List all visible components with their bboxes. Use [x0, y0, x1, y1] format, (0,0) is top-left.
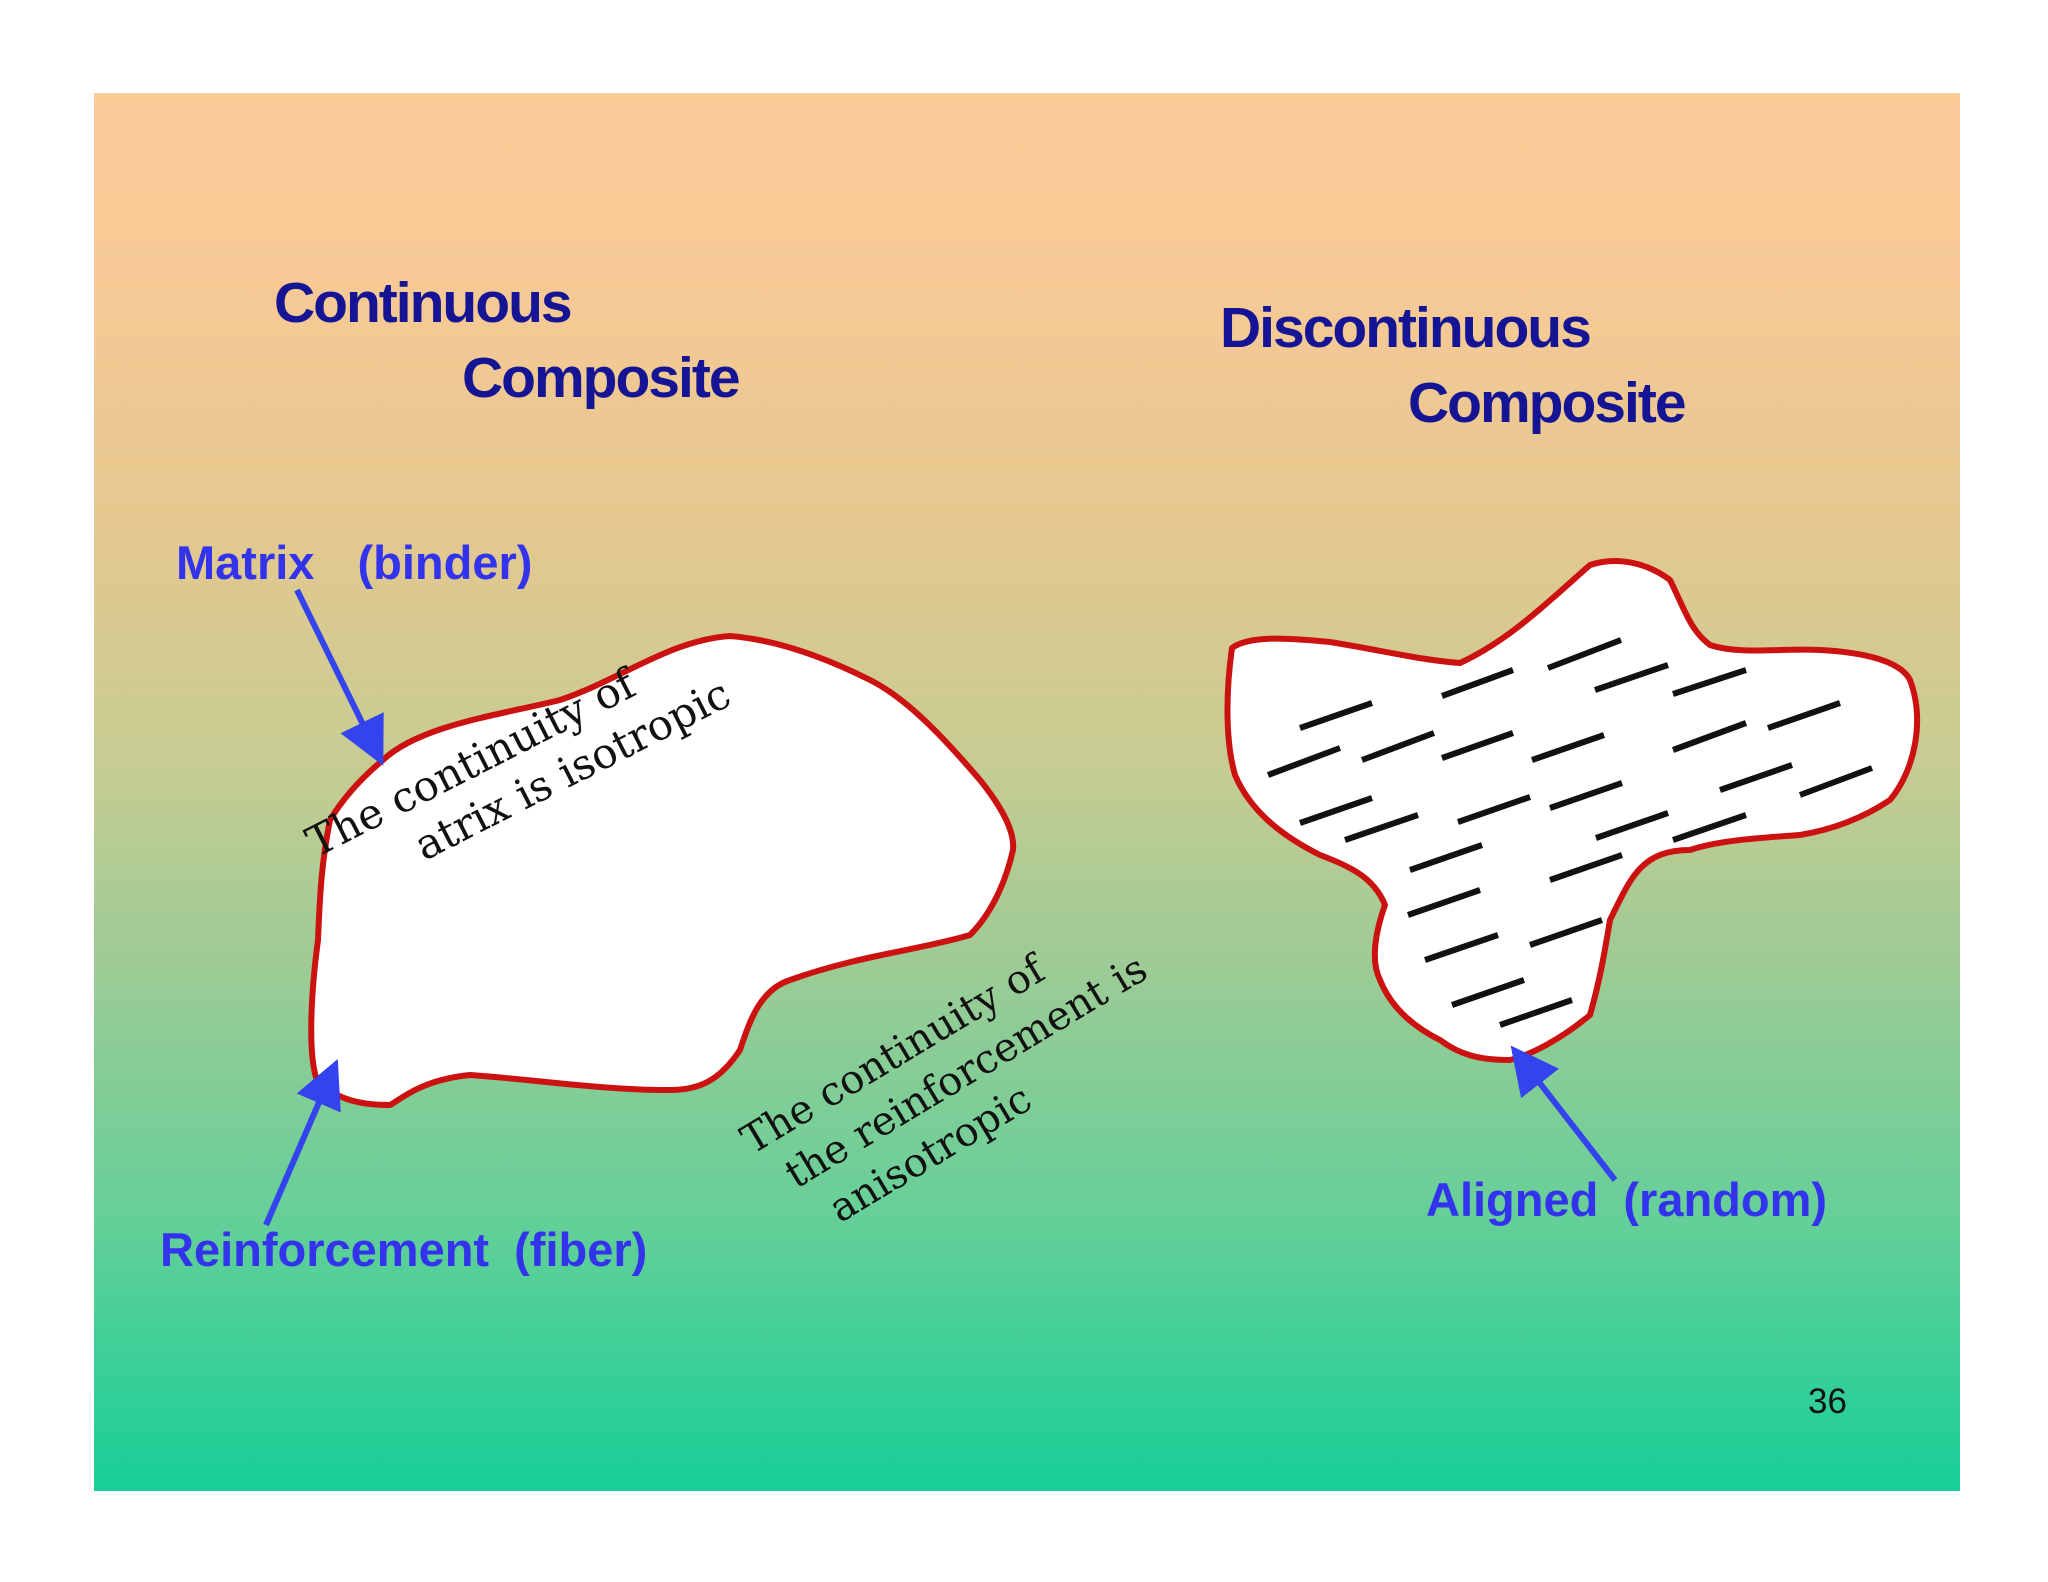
- fiber: [1441, 730, 1514, 761]
- fiber: [1409, 842, 1483, 873]
- matrix-paren: (binder): [357, 536, 533, 589]
- fiber: [1451, 977, 1525, 1008]
- reinforcement-paren: (fiber): [514, 1223, 648, 1276]
- fiber: [1299, 700, 1373, 731]
- fiber: [1798, 765, 1874, 798]
- fiber: [1440, 667, 1515, 699]
- fiber: [1767, 700, 1841, 731]
- aligned-word: Aligned: [1426, 1173, 1599, 1226]
- page-number: 36: [1808, 1382, 1847, 1421]
- matrix-word: Matrix: [176, 536, 315, 589]
- discontinuous-blob: [1224, 557, 1921, 1063]
- aligned-arrow: [1510, 1045, 1618, 1182]
- fiber: [1546, 637, 1623, 671]
- matrix-label: Matrix (binder): [176, 535, 532, 590]
- reinforcement-label: Reinforcement (fiber): [160, 1222, 647, 1277]
- fiber: [1529, 917, 1603, 948]
- reinforcement-arrow: [263, 1058, 341, 1227]
- fiber: [1672, 812, 1747, 843]
- fiber: [1672, 667, 1747, 697]
- fiber-group: [1266, 637, 1874, 1028]
- fiber: [1671, 720, 1748, 753]
- fiber: [1457, 794, 1531, 825]
- reinforcement-word: Reinforcement: [160, 1223, 490, 1276]
- aligned-paren: (random): [1623, 1173, 1828, 1226]
- discontinuous-title-line1: Discontinuous: [1220, 296, 1592, 360]
- fiber: [1360, 730, 1436, 763]
- fiber: [1299, 795, 1373, 826]
- fiber: [1719, 762, 1793, 793]
- discontinuous-title-line2: Composite: [1408, 371, 1687, 435]
- continuous-blob: [308, 633, 1017, 1108]
- fiber: [1344, 812, 1419, 843]
- fiber: [1549, 780, 1623, 811]
- continuous-title-line2: Composite: [462, 346, 741, 410]
- fiber: [1499, 997, 1573, 1028]
- fiber: [1595, 810, 1669, 841]
- matrix-arrow: [294, 588, 384, 766]
- fiber: [1594, 662, 1669, 693]
- aligned-label: Aligned (random): [1426, 1172, 1827, 1227]
- continuous-title-line1: Continuous: [274, 271, 573, 335]
- fiber: [1531, 732, 1605, 763]
- fiber: [1424, 932, 1499, 963]
- fiber: [1549, 852, 1623, 883]
- fiber: [1266, 745, 1342, 778]
- fiber: [1407, 887, 1481, 918]
